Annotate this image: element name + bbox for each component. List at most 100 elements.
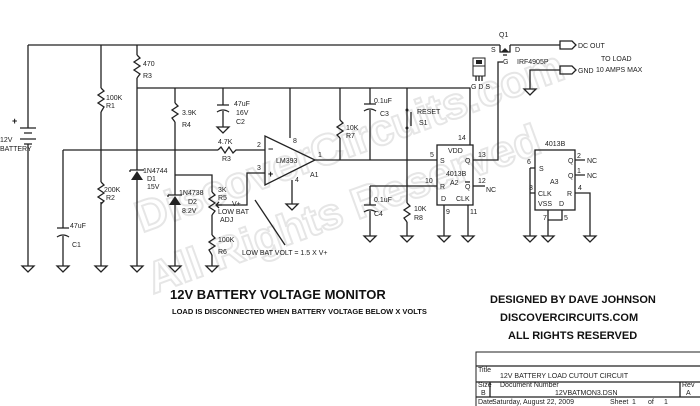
capacitors: 47uF C1 47uF 16V C2 0.1uF C3 0.1uF C4 (56, 98, 392, 249)
component-label: LOW BAT (218, 209, 250, 216)
component-label: C1 (72, 242, 81, 249)
component-label: S1 (419, 120, 428, 127)
component-label: DC OUT (578, 43, 606, 50)
component-label: G D S (471, 84, 490, 91)
component-label: R3 (222, 156, 231, 163)
component-label: 47uF (70, 223, 86, 230)
component-label: 10 (425, 178, 433, 185)
component-label: D (515, 47, 520, 54)
component-label: R8 (414, 215, 423, 222)
capacitor-c2 (216, 104, 230, 113)
component-label: 0.1uF (374, 98, 392, 105)
resistor-r7 (335, 119, 345, 139)
resistor-r8 (402, 202, 412, 223)
component-label: 1N4744 (143, 168, 168, 175)
component-label: 47uF (234, 101, 250, 108)
component-label: NC (587, 158, 597, 165)
gnd-connector (559, 65, 577, 75)
component-label: Title (478, 367, 491, 374)
component-label: CLK (538, 191, 552, 198)
component-label: Sheet (610, 399, 628, 406)
component-label: NC (486, 187, 496, 194)
component-label: 15V (147, 184, 160, 191)
component-label: NC (587, 173, 597, 180)
component-label: 1 (577, 168, 581, 175)
potentiometer-r5 (207, 191, 217, 216)
component-label: 12VBATMON3.DSN (555, 390, 618, 397)
component-label: 3K (218, 187, 227, 194)
component-label: 6 (527, 159, 531, 166)
to220-package-icon (472, 57, 486, 81)
component-label: CLK (456, 196, 470, 203)
component-label: − (268, 144, 273, 154)
component-label: R4 (182, 122, 191, 129)
component-label: R (440, 184, 445, 191)
component-label: 1N4738 (179, 190, 204, 197)
component-label: 4013B (545, 141, 566, 148)
component-label: R1 (106, 103, 115, 110)
component-label: 100K (106, 95, 123, 102)
resistor-r4 (170, 102, 180, 123)
component-label: 2 (257, 142, 261, 149)
resistor-r1 (96, 87, 106, 113)
zener-d2 (167, 194, 182, 197)
battery: + 12V BATTERY (0, 116, 36, 153)
watermark: DiscoverCircuits.com All Rights Reserved (128, 40, 572, 304)
reset-switch-s1[interactable]: RESET S1 (405, 108, 442, 130)
flipflop-a2: VDD S Q 4013B A2 R Q D CLK 14 5 10 13 12… (425, 135, 496, 216)
connectors: DC OUT TO LOAD 10 AMPS MAX GND (559, 40, 643, 75)
component-label: 10 AMPS MAX (596, 67, 643, 74)
credit-rights: ALL RIGHTS RESERVED (508, 330, 637, 342)
component-label: 12 (478, 178, 486, 185)
component-label: 470 (143, 61, 155, 68)
capacitor-c4 (363, 204, 377, 213)
component-label: V+ (232, 201, 241, 208)
component-label: R7 (346, 133, 355, 140)
component-label: IRF4905P (517, 59, 549, 66)
component-label: C2 (236, 119, 245, 126)
component-label: 10K (414, 206, 427, 213)
component-label: C3 (380, 111, 389, 118)
component-label: A1 (310, 172, 319, 179)
dc-out-connector (559, 40, 577, 50)
component-label: R (567, 191, 572, 198)
component-label: Saturday, August 22, 2009 (492, 399, 574, 406)
flipflop-a3: 4013B S Q Q A3 CLK R VSS D 6 3 7 5 2 1 4… (527, 141, 597, 222)
component-label: B (481, 390, 486, 397)
component-label: 1 (632, 399, 636, 406)
component-label: ADJ (220, 217, 233, 224)
component-label: + (268, 169, 273, 179)
component-label: VSS (538, 201, 552, 208)
component-label: R6 (218, 249, 227, 256)
component-label: 12V BATTERY LOAD CUTOUT CIRCUIT (500, 373, 629, 380)
component-label: 1 (664, 399, 668, 406)
component-label: 3 (529, 185, 533, 192)
component-label: S (539, 166, 544, 173)
component-label: Document Number (500, 382, 559, 389)
capacitor-c3 (363, 103, 377, 112)
low-bat-note: LOW BAT VOLT = 1.5 X V+ (242, 250, 327, 257)
component-label: D (559, 201, 564, 208)
component-label: C4 (374, 211, 383, 218)
component-label: 0.1uF (374, 197, 392, 204)
resistor-r6 (207, 234, 217, 256)
component-label: Q (465, 158, 471, 165)
component-label: VDD (448, 148, 463, 155)
component-label: D1 (147, 176, 156, 183)
component-label: Rev (682, 382, 695, 389)
component-label: 1 (318, 152, 322, 159)
component-label: Date: (478, 399, 495, 406)
title-block: Title 12V BATTERY LOAD CUTOUT CIRCUIT Si… (475, 351, 700, 406)
component-label: 4 (295, 177, 299, 184)
credit-website: DISCOVERCIRCUITS.COM (500, 312, 638, 324)
component-label: 10K (346, 125, 359, 132)
component-label: D (441, 196, 446, 203)
capacitor-c1 (56, 227, 70, 238)
resistor-r3-input (217, 145, 238, 155)
component-label: 16V (236, 110, 249, 117)
component-label: LM393 (276, 158, 298, 165)
component-label: 5 (564, 215, 568, 222)
component-label: RESET (417, 109, 441, 116)
component-label: R2 (106, 195, 115, 202)
